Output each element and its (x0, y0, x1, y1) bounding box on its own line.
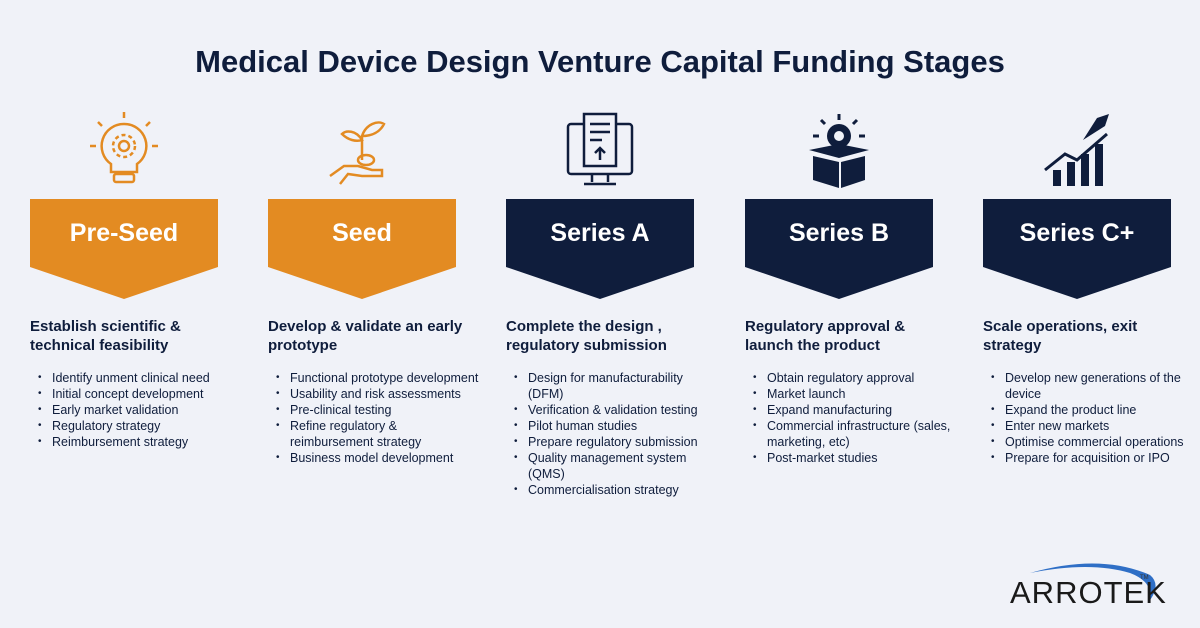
list-item: Initial concept development (38, 386, 242, 402)
list-item: Reimbursement strategy (38, 434, 242, 450)
stage-heading: Develop & validate an early prototype (268, 318, 463, 354)
monitor-document-upload-icon (564, 110, 636, 190)
list-item: Develop new generations of the device (991, 370, 1195, 402)
stage-banner: Pre-Seed (30, 199, 218, 299)
list-item: Market launch (753, 386, 957, 402)
list-item: Prepare regulatory submission (514, 434, 718, 450)
stage-activities: Identify unment clinical needInitial con… (38, 370, 242, 450)
list-item: Pilot human studies (514, 418, 718, 434)
stage-activities: Functional prototype developmentUsabilit… (276, 370, 480, 466)
stage-activities: Develop new generations of the deviceExp… (991, 370, 1195, 466)
stage-label: Series C+ (1019, 219, 1135, 247)
list-item: Optimise commercial operations (991, 434, 1195, 450)
list-item: Post-market studies (753, 450, 957, 466)
stage-label: Seed (332, 219, 392, 247)
list-item: Pre-clinical testing (276, 402, 480, 418)
stage-banner: Seed (268, 199, 456, 299)
list-item: Early market validation (38, 402, 242, 418)
list-item: Prepare for acquisition or IPO (991, 450, 1195, 466)
list-item: Quality management system (QMS) (514, 450, 718, 482)
stage-column-1: Pre-Seed Establish scientific & technica… (30, 0, 240, 628)
stage-heading: Complete the design , regulatory submiss… (506, 318, 667, 354)
stage-activities: Design for manufacturability (DFM)Verifi… (514, 370, 718, 498)
lightbulb-gear-icon (88, 110, 160, 190)
stage-heading: Regulatory approval & launch the product (745, 318, 906, 354)
stage-column-5: Series C+ Scale operations, exit strateg… (983, 0, 1193, 628)
list-item: Identify unment clinical need (38, 370, 242, 386)
list-item: Business model development (276, 450, 480, 466)
list-item: Expand manufacturing (753, 402, 957, 418)
list-item: Obtain regulatory approval (753, 370, 957, 386)
stage-banner: Series C+ (983, 199, 1171, 299)
stage-activities: Obtain regulatory approvalMarket launchE… (753, 370, 957, 466)
list-item: Commercialisation strategy (514, 482, 718, 498)
stage-label: Series B (788, 219, 890, 247)
stage-column-2: Seed Develop & validate an early prototy… (268, 0, 478, 628)
list-item: Verification & validation testing (514, 402, 718, 418)
stage-column-4: Series B Regulatory approval & launch th… (745, 0, 955, 628)
list-item: Regulatory strategy (38, 418, 242, 434)
stage-column-3: Series A Complete the design , regulator… (506, 0, 716, 628)
stage-label: Pre-Seed (69, 219, 179, 247)
stage-banner: Series A (506, 199, 694, 299)
hand-seedling-icon (326, 110, 398, 190)
stage-banner: Series B (745, 199, 933, 299)
svg-text:TM: TM (1140, 575, 1149, 581)
list-item: Design for manufacturability (DFM) (514, 370, 718, 402)
list-item: Functional prototype development (276, 370, 480, 386)
rocket-growth-chart-icon (1041, 110, 1113, 190)
list-item: Usability and risk assessments (276, 386, 480, 402)
box-gear-icon (803, 110, 875, 190)
list-item: Enter new markets (991, 418, 1195, 434)
stage-heading: Establish scientific & technical feasibi… (30, 318, 181, 354)
svg-text:ARROTEK: ARROTEK (1010, 575, 1167, 610)
page-title: Medical Device Design Venture Capital Fu… (195, 44, 1005, 79)
list-item: Refine regulatory & reimbursement strate… (276, 418, 480, 450)
list-item: Expand the product line (991, 402, 1195, 418)
list-item: Commercial infrastructure (sales, market… (753, 418, 957, 450)
stage-heading: Scale operations, exit strategy (983, 318, 1138, 354)
stage-label: Series A (550, 219, 650, 247)
arrotek-logo: ARROTEK TM (1010, 555, 1170, 615)
